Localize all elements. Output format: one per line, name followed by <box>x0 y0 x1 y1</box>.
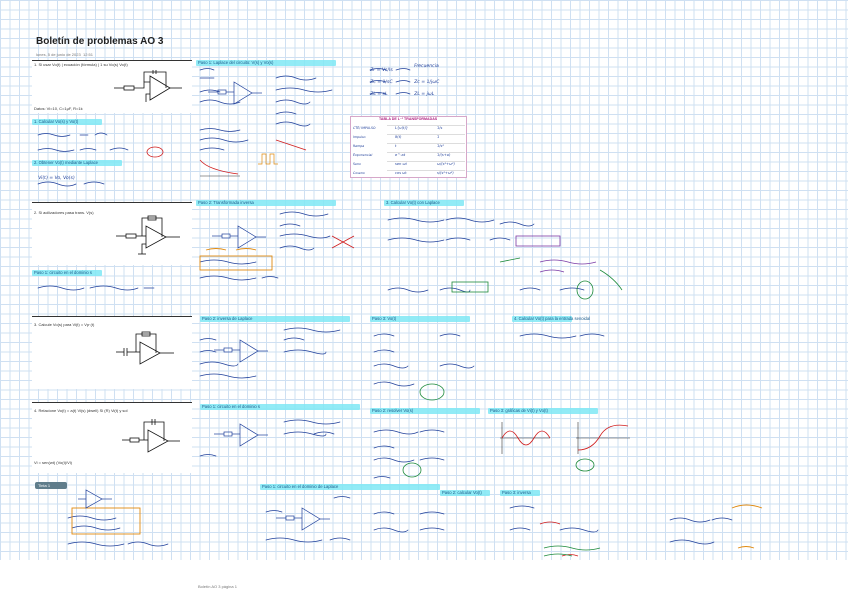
table-row-4-name: Exponencial <box>352 153 373 157</box>
table-row-3-fn: t <box>394 144 397 148</box>
page-time: 12:51 <box>83 52 94 57</box>
problem-4-circuit <box>122 419 180 453</box>
impedance-freq-label: Frecuencia <box>413 64 439 69</box>
problem-2-circuit <box>116 215 180 255</box>
table-row-5-lap: ω/(s²+ω²) <box>436 162 456 166</box>
problem-1-panel <box>32 60 192 113</box>
section-label-9: 4. Calcular Vo(t) para la entrada senoid… <box>514 316 591 321</box>
section-label-5: 3. Calcular Vo(t) con Laplace <box>386 200 440 205</box>
decay-sketch <box>199 159 240 177</box>
problem-1-given: Datos: Vi=10, C=1μF, R=1k <box>34 106 83 111</box>
impedance-c: Zc = 1/sC <box>369 80 393 85</box>
table-row-4-lap: 1/(s+a) <box>436 153 451 157</box>
page-title: Boletín de problemas AO 3 <box>36 36 164 47</box>
sine-graph-output <box>576 422 630 454</box>
section-label-15: Paso 3: inversa <box>502 490 531 495</box>
page-footer-band <box>0 560 848 599</box>
problem-2-statement: 2. Si acilizadores pasa trans. V(s) <box>34 210 94 215</box>
section-label-4: Paso 2: Transformada inversa <box>198 200 254 205</box>
impedance-l: ZL = sL <box>369 92 388 97</box>
highlight-3 <box>196 60 336 66</box>
table-title: TABLA DE L⁻¹ TRANSFORMADAS <box>379 117 438 121</box>
problem-4-foot: Vi = sen(wt) (Vo(t)/Vi) <box>34 460 72 465</box>
impedance-l-freq: ZL = jωL <box>413 92 435 97</box>
problem-3-panel <box>32 316 192 389</box>
impedance-r: Zr = Vs/Is <box>369 68 393 73</box>
highlight-6 <box>32 270 102 276</box>
impedance-c-freq: Zc = 1/jωC <box>413 80 440 85</box>
ink-tag <box>35 482 67 489</box>
note-circuit-2 <box>212 225 266 249</box>
problem-4-panel <box>32 402 192 473</box>
table-row-5-fn: sen ωt <box>394 162 408 166</box>
table-row-3-lap: 1/s² <box>436 144 445 148</box>
highlight-1 <box>32 119 102 125</box>
note-circuit-1 <box>208 81 262 105</box>
table-row-2-name: Impulso <box>352 135 366 139</box>
table-row-1-lap: 1/s <box>436 126 443 130</box>
laplace-table: TABLA DE L⁻¹ TRANSFORMADAS CTE/ IMPULSO … <box>350 116 467 178</box>
note-circuit-4 <box>214 423 268 447</box>
highlight-15 <box>500 490 540 496</box>
note-circuit-3 <box>214 339 268 363</box>
table-row-6-lap: s/(s²+ω²) <box>436 171 454 175</box>
section-label-6: Paso 1: circuito en el dominio s <box>34 270 92 275</box>
section-label-10: Paso 1: circuito en el dominio s <box>202 404 260 409</box>
highlight-9 <box>512 316 572 322</box>
sine-graph-input <box>500 422 551 454</box>
highlight-13 <box>260 484 440 490</box>
table-row-6-name: Coseno <box>352 171 365 175</box>
problem-2-foot: Vi(t) = Vo, Vo(s) <box>37 176 75 181</box>
note-circuit-6 <box>78 489 112 509</box>
table-row-6-fn: cos ωt <box>394 171 407 175</box>
table-row-1-name: CTE/ IMPULSO <box>352 126 376 130</box>
section-label-7: Paso 2: inversa de Laplace <box>202 316 253 321</box>
problem-1-circuit <box>114 70 182 102</box>
section-label-3: Paso 1: Laplace del circuito: V(s) y Vo(… <box>198 60 274 65</box>
table-row-1-fn: L{u(t)} <box>394 126 409 130</box>
highlight-5 <box>384 200 464 206</box>
section-label-8: Paso 3: Vo(t) <box>372 316 397 321</box>
problem-1-statement: 1. Si usar Vo(t) | ecuación (fórmula) | … <box>34 62 128 67</box>
note-circuit-5 <box>276 507 330 531</box>
highlight-8 <box>370 316 470 322</box>
ink-tag-label: Tinta 1 <box>38 483 51 488</box>
table-row-2-lap: 1 <box>436 135 440 139</box>
section-label-2: 2. Obtener Vo(t) mediante Laplace <box>34 160 99 165</box>
highlight-10 <box>200 404 360 410</box>
section-label-12: Paso 3: gráficas de Vi(t) y Vo(t) <box>490 408 548 413</box>
problem-2-panel <box>32 202 192 265</box>
table-row-4-fn: e^-at <box>394 153 406 157</box>
problem-3-circuit <box>116 331 174 365</box>
table-row-2-fn: δ(t) <box>394 135 402 139</box>
table-row-5-name: Seno <box>352 162 362 166</box>
problem-3-statement: 3. Calcule Vo(s) para Vi(t) = Vp·(t) <box>34 322 95 327</box>
problem-4-statement: 4. Relacione Vo(t) = a(t) Vi(s) (dwell) … <box>34 408 128 413</box>
section-label-13: Paso 1: circuito en el dominio de Laplac… <box>262 484 339 489</box>
section-label-14: Paso 2: calcular Vo(t) <box>442 490 482 495</box>
highlight-7 <box>200 316 350 322</box>
page-date: lunes, 5 de junio de 2023 <box>36 52 81 57</box>
table-row-3-name: Rampa <box>352 144 365 148</box>
highlight-14 <box>440 490 490 496</box>
highlight-11 <box>370 408 480 414</box>
highlight-4 <box>196 200 336 206</box>
highlight-12 <box>488 408 598 414</box>
pulse-sketch <box>258 153 278 165</box>
highlight-2 <box>32 160 122 166</box>
section-label-1: 1. Calcular Vo(s) y Vo(t) <box>34 119 79 124</box>
page-footer: Boletín AO 3 página 1 <box>198 584 237 589</box>
section-label-11: Paso 2: resolver Vo(s) <box>372 408 414 413</box>
